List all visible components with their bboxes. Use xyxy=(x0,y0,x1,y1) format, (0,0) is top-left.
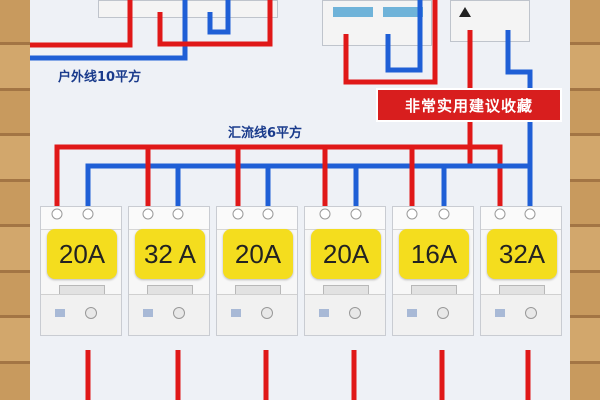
rcd-window xyxy=(333,7,373,17)
warning-icon xyxy=(459,7,471,17)
breaker-tab xyxy=(231,309,241,317)
main-switch xyxy=(98,0,278,18)
screw-icon xyxy=(85,307,97,319)
surge-neutral-wire xyxy=(505,30,533,212)
breaker-5: 16A xyxy=(392,206,474,336)
rcd-device xyxy=(322,0,432,46)
breaker-bottom xyxy=(393,294,473,335)
breaker-1: 20A xyxy=(40,206,122,336)
breaker-tab xyxy=(319,309,329,317)
breaker-bottom xyxy=(481,294,561,335)
breaker-rating: 32 A xyxy=(135,229,205,279)
busbar-neutral xyxy=(85,163,530,215)
breaker-3: 20A xyxy=(216,206,298,336)
output-wires xyxy=(85,350,531,400)
breaker-4: 20A xyxy=(304,206,386,336)
surge-protector xyxy=(450,0,530,42)
save-tip-banner: 非常实用建议收藏 xyxy=(376,88,562,122)
breaker-tab xyxy=(407,309,417,317)
breaker-tab xyxy=(55,309,65,317)
rcd-neutral-wire xyxy=(385,0,423,73)
breaker-bottom xyxy=(217,294,297,335)
breaker-rating: 20A xyxy=(47,229,117,279)
outdoor-neutral-wire xyxy=(30,0,188,61)
busbar-live xyxy=(54,144,503,215)
main-out-neutral-wire xyxy=(207,0,231,35)
breaker-bottom xyxy=(41,294,121,335)
breaker-rating: 20A xyxy=(311,229,381,279)
rcd-live-wire xyxy=(343,0,438,85)
screw-icon xyxy=(437,307,449,319)
screw-icon xyxy=(173,307,185,319)
screw-icon xyxy=(349,307,361,319)
breaker-bottom xyxy=(129,294,209,335)
screw-icon xyxy=(525,307,537,319)
breaker-rating: 20A xyxy=(223,229,293,279)
breaker-rating: 16A xyxy=(399,229,469,279)
breaker-tab xyxy=(143,309,153,317)
busbar-wire-label: 汇流线6平方 xyxy=(228,126,303,141)
breaker-tab xyxy=(495,309,505,317)
main-out-live-wire xyxy=(157,0,273,47)
wood-background-left xyxy=(0,0,30,400)
outdoor-wires xyxy=(30,0,273,61)
breaker-rating: 32A xyxy=(487,229,557,279)
outdoor-live-wire xyxy=(30,0,133,48)
outdoor-wire-label: 户外线10平方 xyxy=(58,70,142,85)
screw-icon xyxy=(261,307,273,319)
breaker-2: 32 A xyxy=(128,206,210,336)
wood-background-right xyxy=(570,0,600,400)
rcd-window xyxy=(383,7,423,17)
breaker-bottom xyxy=(305,294,385,335)
